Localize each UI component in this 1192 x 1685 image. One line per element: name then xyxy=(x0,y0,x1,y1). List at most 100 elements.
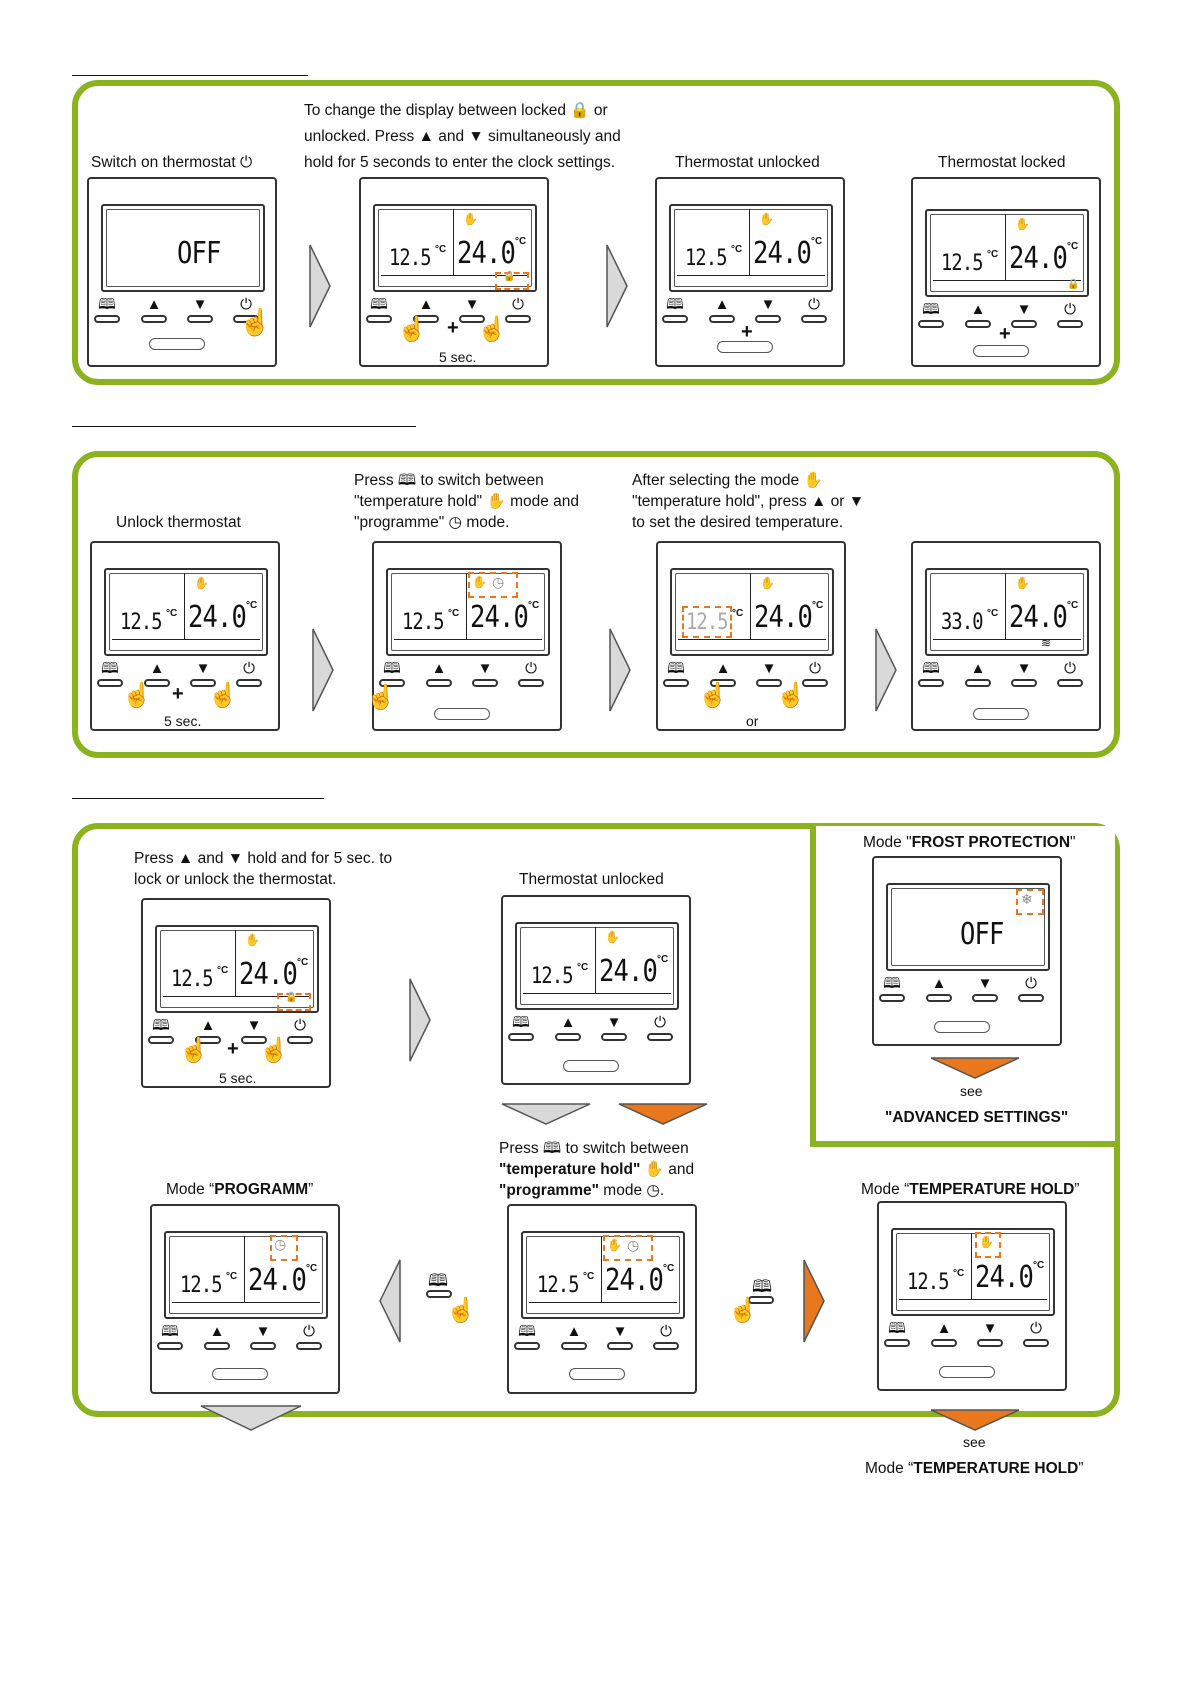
down-triangle-icon: ▼ xyxy=(255,1323,271,1340)
caption-unlocked: Thermostat unlocked xyxy=(675,154,820,171)
up-button[interactable] xyxy=(141,315,167,323)
menu-button[interactable] xyxy=(508,1033,534,1041)
power-button[interactable] xyxy=(236,679,262,687)
power-button[interactable] xyxy=(1057,679,1083,687)
caption-change-line2: unlocked. Press ▲ and ▼ simultaneously a… xyxy=(304,128,621,145)
power-button[interactable] xyxy=(647,1033,673,1041)
book-icon: 🕮 xyxy=(667,660,685,677)
menu-button[interactable] xyxy=(879,994,905,1002)
bottom-see: see xyxy=(963,1434,986,1450)
menu-button[interactable] xyxy=(663,679,689,687)
menu-button[interactable] xyxy=(97,679,123,687)
bottom-ref: Mode “TEMPERATURE HOLD” xyxy=(865,1460,1084,1477)
bottom-button[interactable] xyxy=(149,338,205,350)
lcd-off-text: OFF xyxy=(960,917,1004,952)
bottom-button[interactable] xyxy=(973,708,1029,720)
bottom-button[interactable] xyxy=(569,1368,625,1380)
power-button[interactable] xyxy=(802,679,828,687)
up-button[interactable] xyxy=(195,1036,221,1044)
power-button[interactable] xyxy=(1018,994,1044,1002)
down-triangle-icon: ▼ xyxy=(982,1320,998,1337)
power-button[interactable] xyxy=(518,679,544,687)
down-button[interactable] xyxy=(756,679,782,687)
down-button[interactable] xyxy=(241,1036,267,1044)
power-button[interactable] xyxy=(1023,1339,1049,1347)
menu-button[interactable] xyxy=(94,315,120,323)
power-button[interactable] xyxy=(653,1342,679,1350)
up-button[interactable] xyxy=(965,679,991,687)
step-arrow-gray xyxy=(875,628,897,712)
down-button[interactable] xyxy=(607,1342,633,1350)
up-button[interactable] xyxy=(965,320,991,328)
hand-icon: ✋ xyxy=(463,212,478,226)
bottom-button[interactable] xyxy=(212,1368,268,1380)
down-arrow-orange xyxy=(930,1057,1020,1079)
or-label: or xyxy=(746,713,759,729)
down-button[interactable] xyxy=(250,1342,276,1350)
menu-button[interactable] xyxy=(514,1342,540,1350)
down-button[interactable] xyxy=(187,315,213,323)
up-button[interactable] xyxy=(555,1033,581,1041)
power-button[interactable] xyxy=(505,315,531,323)
room-unit: °C xyxy=(577,962,589,973)
hold-time-label: 5 sec. xyxy=(219,1070,257,1086)
down-button[interactable] xyxy=(972,994,998,1002)
menu-button[interactable] xyxy=(426,1290,452,1298)
up-button[interactable] xyxy=(426,679,452,687)
down-button[interactable] xyxy=(1011,679,1037,687)
power-button[interactable] xyxy=(287,1036,313,1044)
down-button[interactable] xyxy=(601,1033,627,1041)
down-button[interactable] xyxy=(459,315,485,323)
menu-button[interactable] xyxy=(366,315,392,323)
menu-button[interactable] xyxy=(148,1036,174,1044)
step-arrow-gray xyxy=(409,978,431,1062)
bottom-button[interactable] xyxy=(563,1060,619,1072)
thermostat-device-switch-modes: 12.5 °C 24.0 °C ✋ ◷ 🕮 ▲ ▼ ⏻ xyxy=(507,1204,697,1394)
up-button[interactable] xyxy=(926,994,952,1002)
bottom-button[interactable] xyxy=(434,708,490,720)
up-triangle-icon: ▲ xyxy=(566,1323,582,1340)
caption-press-line1: Press 🕮 to switch between xyxy=(354,472,544,489)
menu-button[interactable] xyxy=(884,1339,910,1347)
bottom-button[interactable] xyxy=(717,341,773,353)
menu-button[interactable] xyxy=(157,1342,183,1350)
room-unit: °C xyxy=(583,1271,595,1282)
bottom-button[interactable] xyxy=(939,1366,995,1378)
bottom-button[interactable] xyxy=(934,1021,990,1033)
up-button[interactable] xyxy=(931,1339,957,1347)
set-unit: °C xyxy=(657,954,669,965)
thermostat-device-lock-toggle-2: 12.5 °C 24.0 °C ✋ 🔒 🕮 ▲ ▼ ⏻ ☝ ☝ + 5 sec. xyxy=(141,898,331,1088)
up-button[interactable] xyxy=(144,679,170,687)
thermostat-device-unlocked: 12.5 °C 24.0 °C ✋ 🕮 ▲ ▼ ⏻ + xyxy=(655,177,845,367)
power-icon: ⏻ xyxy=(1064,301,1076,318)
bottom-button[interactable] xyxy=(973,345,1029,357)
power-button[interactable] xyxy=(296,1342,322,1350)
down-button[interactable] xyxy=(977,1339,1003,1347)
up-button[interactable] xyxy=(710,679,736,687)
power-button[interactable] xyxy=(1057,320,1083,328)
book-icon: 🕮 xyxy=(161,1323,179,1340)
down-button[interactable] xyxy=(755,315,781,323)
plus-icon: + xyxy=(999,323,1011,345)
up-button[interactable] xyxy=(413,315,439,323)
menu-button[interactable] xyxy=(918,320,944,328)
menu-button[interactable] xyxy=(662,315,688,323)
down-button[interactable] xyxy=(472,679,498,687)
down-button[interactable] xyxy=(1011,320,1037,328)
down-button[interactable] xyxy=(190,679,216,687)
hand-icon: ✋ xyxy=(1015,576,1030,590)
up-triangle-icon: ▲ xyxy=(970,660,986,677)
room-unit: °C xyxy=(987,249,999,260)
up-button[interactable] xyxy=(204,1342,230,1350)
set-unit: °C xyxy=(1033,1260,1045,1271)
set-unit: °C xyxy=(528,600,540,611)
power-button[interactable] xyxy=(801,315,827,323)
hand-icon: ✋ xyxy=(1015,217,1030,231)
menu-button[interactable] xyxy=(918,679,944,687)
menu-button[interactable] xyxy=(748,1296,774,1304)
power-button[interactable] xyxy=(233,315,259,323)
up-button[interactable] xyxy=(709,315,735,323)
up-button[interactable] xyxy=(561,1342,587,1350)
up-triangle-icon: ▲ xyxy=(149,660,165,677)
menu-button[interactable] xyxy=(379,679,405,687)
